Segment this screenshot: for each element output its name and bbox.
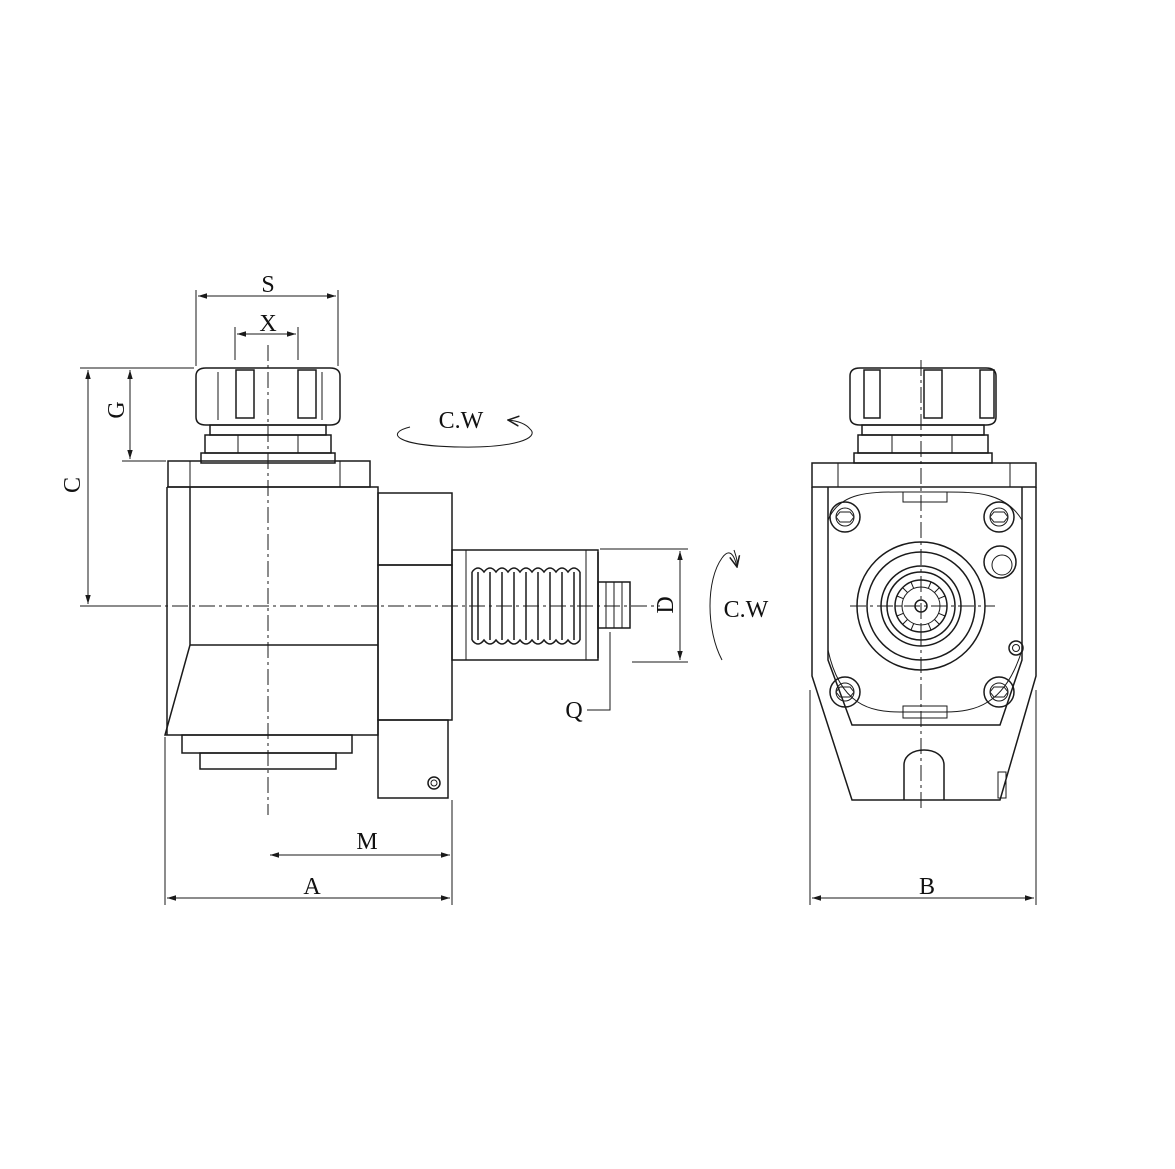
dimension-x-label: X — [259, 311, 276, 337]
dimension-g: G — [104, 367, 194, 462]
dimension-s-label: S — [261, 272, 274, 298]
rotation-side-label: C.W — [724, 597, 769, 623]
rotation-top-label: C.W — [439, 408, 484, 434]
dimension-x: X — [234, 311, 299, 360]
dimension-s: S — [195, 272, 339, 366]
bolt-icon — [983, 676, 1015, 708]
bolt-icon — [829, 676, 861, 708]
leader-q: Q — [565, 632, 611, 724]
dimension-a: A — [164, 737, 453, 905]
rotation-arrow-side: C.W — [709, 549, 769, 661]
dimension-d: D — [600, 548, 688, 663]
bolt-icon — [983, 501, 1015, 533]
dimension-c-label: C — [60, 477, 86, 493]
front-housing — [811, 462, 1037, 801]
bolt-icon — [829, 501, 861, 533]
dimension-m-label: M — [356, 829, 377, 855]
flange — [167, 452, 371, 488]
side-view: S X G C D — [60, 272, 769, 905]
dimension-d-label: D — [653, 596, 679, 613]
housing-body — [164, 486, 379, 770]
dimension-c: C — [60, 367, 145, 607]
rotation-arrow-top: C.W — [397, 408, 533, 448]
front-collet-nut — [849, 367, 997, 464]
dimension-g-label: G — [104, 401, 130, 418]
dimension-a-label: A — [303, 874, 321, 900]
collet-nut — [195, 367, 341, 454]
front-bolts — [829, 501, 1024, 708]
dimension-b-label: B — [919, 874, 935, 900]
dimension-b: B — [809, 690, 1037, 905]
side-block — [377, 492, 453, 799]
dimension-m: M — [270, 800, 453, 862]
front-view: B — [809, 360, 1037, 905]
leader-q-label: Q — [565, 698, 582, 724]
drive-shank — [451, 549, 631, 661]
